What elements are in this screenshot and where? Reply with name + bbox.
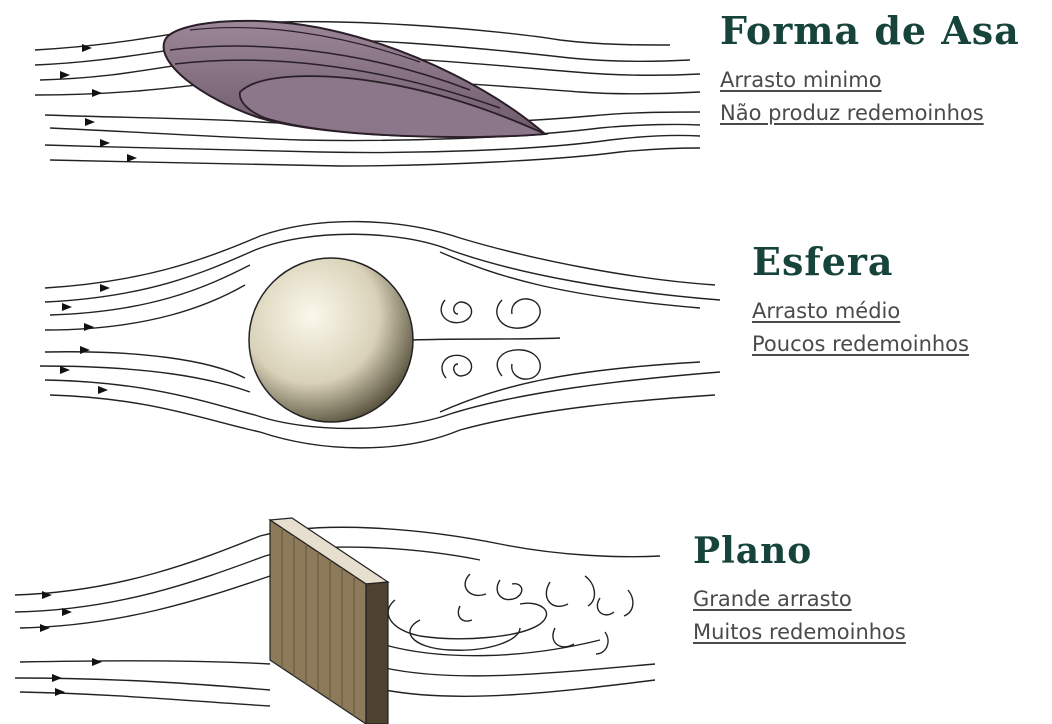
plate-eddies-text: Muitos redemoinhos — [693, 616, 906, 649]
sphere-shape — [249, 258, 413, 422]
plate-arrows — [40, 591, 102, 696]
wing-arrows — [60, 44, 137, 162]
sphere-title: Esfera — [752, 243, 969, 281]
wing-label-block: Forma de Asa Arrasto minimo Não produz r… — [720, 12, 1020, 129]
plate-title: Plano — [693, 533, 906, 569]
wing-eddies-text: Não produz redemoinhos — [720, 97, 1020, 130]
plate-eddies — [388, 574, 633, 654]
sphere-label-block: Esfera Arrasto médio Poucos redemoinhos — [752, 243, 969, 360]
sphere-eddies-text: Poucos redemoinhos — [752, 328, 969, 361]
plate-shape — [270, 518, 388, 724]
plate-label-block: Plano Grande arrasto Muitos redemoinhos — [693, 533, 906, 648]
plate-drag-text: Grande arrasto — [693, 583, 906, 616]
wing-drag-text: Arrasto minimo — [720, 64, 1020, 97]
sphere-drag-text: Arrasto médio — [752, 295, 969, 328]
wing-title: Forma de Asa — [720, 12, 1020, 50]
